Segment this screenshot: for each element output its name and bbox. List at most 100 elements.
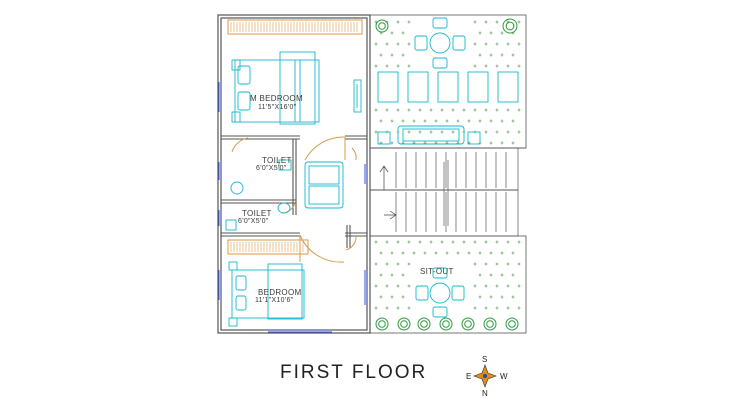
lawn-mark — [473, 108, 477, 112]
lawn-mark — [473, 284, 477, 288]
lawn-mark — [374, 262, 378, 266]
lawn-mark — [489, 31, 493, 35]
lawn-mark — [440, 240, 444, 244]
lawn-mark — [379, 295, 383, 299]
lawn-mark — [517, 20, 521, 24]
lawn-pattern — [374, 20, 521, 310]
lawn-mark — [506, 240, 510, 244]
lawn-mark — [473, 42, 477, 46]
lawn-mark — [495, 240, 499, 244]
lawn-mark — [451, 240, 455, 244]
lawn-mark — [456, 251, 460, 255]
lawn-mark — [390, 31, 394, 35]
lawn-mark — [401, 31, 405, 35]
lawn-mark — [385, 306, 389, 310]
lawn-mark — [517, 42, 521, 46]
lawn-mark — [500, 31, 504, 35]
lawn-mark — [379, 273, 383, 277]
lawn-mark — [407, 130, 411, 134]
terrace-upper — [369, 14, 527, 149]
lawn-mark — [495, 64, 499, 68]
lawn-mark — [418, 108, 422, 112]
lawn-mark — [418, 130, 422, 134]
lawn-mark — [467, 251, 471, 255]
plant-inner — [378, 22, 386, 30]
lawn-mark — [506, 306, 510, 310]
lawn-mark — [517, 284, 521, 288]
lawn-mark — [396, 240, 400, 244]
lawn-mark — [511, 119, 515, 123]
lawn-mark — [473, 20, 477, 24]
lawn-mark — [467, 119, 471, 123]
lawn-mark — [374, 108, 378, 112]
compass-west-label: W — [500, 372, 508, 381]
lawn-mark — [511, 251, 515, 255]
plant — [375, 19, 389, 33]
lawn-mark — [484, 306, 488, 310]
lawn-mark — [489, 295, 493, 299]
lawn-mark — [473, 64, 477, 68]
lawn-mark — [374, 306, 378, 310]
lawn-mark — [429, 130, 433, 134]
plant — [505, 317, 519, 331]
toilet-1-size: 6'0"X5'0" — [256, 165, 287, 172]
lawn-mark — [374, 284, 378, 288]
lawn-mark — [517, 240, 521, 244]
lawn-mark — [484, 130, 488, 134]
lawn-mark — [517, 108, 521, 112]
lawn-mark — [500, 295, 504, 299]
lawn-mark — [385, 262, 389, 266]
lawn-mark — [379, 53, 383, 57]
lawn-mark — [489, 273, 493, 277]
lawn-mark — [495, 108, 499, 112]
lawn-mark — [484, 262, 488, 266]
lawn-mark — [484, 284, 488, 288]
lawn-mark — [412, 251, 416, 255]
lawn-mark — [489, 251, 493, 255]
lawn-mark — [478, 273, 482, 277]
lawn-mark — [412, 119, 416, 123]
plant — [502, 18, 518, 34]
lawn-mark — [484, 64, 488, 68]
lawn-mark — [511, 273, 515, 277]
lawn-mark — [434, 119, 438, 123]
lawn-mark — [484, 20, 488, 24]
lawn-mark — [396, 262, 400, 266]
lawn-mark — [385, 284, 389, 288]
plant-inner — [508, 320, 516, 328]
plant — [417, 317, 431, 331]
lawn-mark — [423, 119, 427, 123]
bedroom-size: 11'1"X10'6" — [255, 297, 294, 304]
lawn-mark — [390, 141, 394, 145]
lawn-mark — [517, 306, 521, 310]
lawn-mark — [506, 284, 510, 288]
lawn-mark — [445, 119, 449, 123]
lawn-mark — [396, 284, 400, 288]
lawn-mark — [374, 42, 378, 46]
plant — [375, 317, 389, 331]
lawn-mark — [478, 31, 482, 35]
plant — [397, 317, 411, 331]
lawn-mark — [407, 20, 411, 24]
lawn-mark — [489, 119, 493, 123]
lawn-mark — [396, 42, 400, 46]
lawn-mark — [429, 240, 433, 244]
lawn-mark — [517, 130, 521, 134]
lawn-mark — [429, 108, 433, 112]
outer-walls — [217, 14, 371, 334]
master-bedroom-size: 11'5"X16'0" — [258, 104, 297, 111]
lawn-mark — [500, 251, 504, 255]
lawn-mark — [484, 108, 488, 112]
lawn-mark — [495, 306, 499, 310]
lawn-mark — [489, 141, 493, 145]
lawn-mark — [401, 273, 405, 277]
lawn-mark — [374, 240, 378, 244]
lawn-mark — [407, 262, 411, 266]
plant — [461, 317, 475, 331]
lawn-mark — [390, 295, 394, 299]
lawn-mark — [407, 306, 411, 310]
lawn-mark — [500, 141, 504, 145]
lawn-mark — [418, 240, 422, 244]
lawn-mark — [407, 64, 411, 68]
windows — [218, 82, 368, 333]
